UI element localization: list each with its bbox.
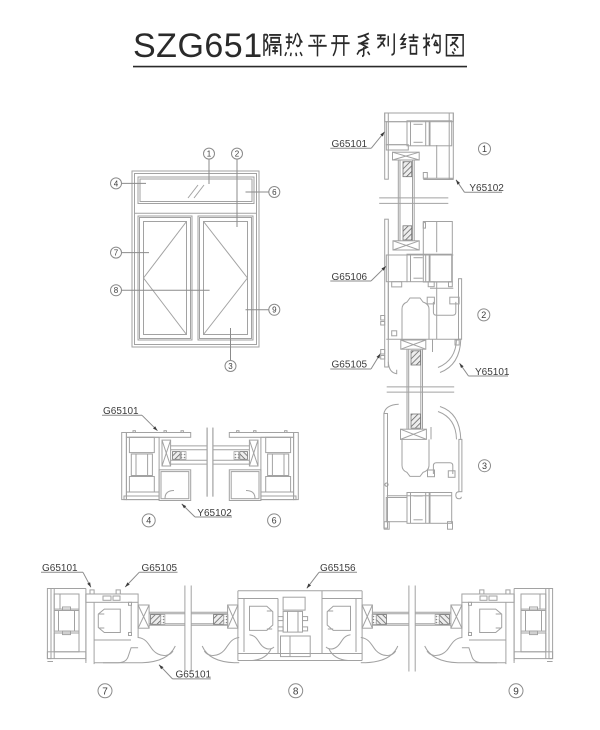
svg-text:6: 6 (272, 188, 277, 197)
svg-text:1: 1 (482, 144, 487, 154)
svg-text:6: 6 (272, 516, 277, 526)
svg-text:Y65101: Y65101 (475, 367, 510, 378)
svg-text:9: 9 (513, 686, 519, 697)
svg-text:8: 8 (114, 286, 119, 295)
svg-text:G65101: G65101 (176, 669, 212, 680)
svg-text:3: 3 (482, 461, 487, 471)
svg-text:7: 7 (114, 248, 119, 257)
svg-text:3: 3 (228, 362, 233, 371)
svg-text:9: 9 (272, 306, 277, 315)
svg-text:2: 2 (235, 149, 240, 158)
svg-text:Y65102: Y65102 (469, 183, 504, 194)
svg-text:1: 1 (207, 149, 212, 158)
svg-text:G65105: G65105 (142, 563, 178, 574)
svg-text:4: 4 (114, 179, 119, 188)
svg-text:G65101: G65101 (42, 563, 78, 574)
svg-text:G65101: G65101 (103, 406, 139, 417)
svg-text:G65105: G65105 (332, 360, 368, 371)
svg-text:SZG651: SZG651 (133, 27, 263, 65)
svg-text:G65156: G65156 (320, 563, 356, 574)
svg-text:G65101: G65101 (332, 139, 368, 150)
svg-text:G65106: G65106 (332, 272, 368, 283)
svg-text:Y65102: Y65102 (197, 508, 232, 519)
svg-text:2: 2 (481, 310, 486, 320)
svg-text:4: 4 (146, 516, 151, 526)
svg-text:7: 7 (102, 686, 108, 697)
svg-text:8: 8 (293, 686, 299, 697)
